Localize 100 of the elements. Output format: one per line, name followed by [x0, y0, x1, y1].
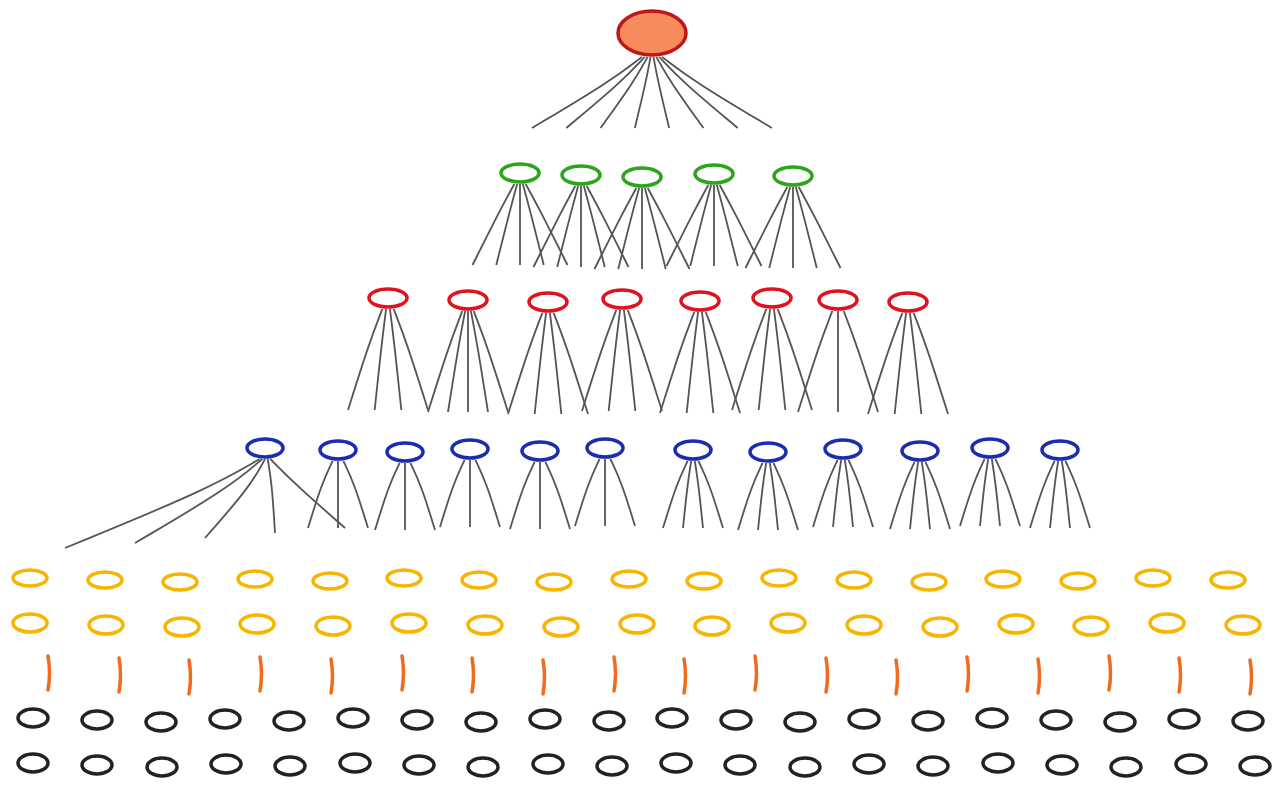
connector-line [337, 460, 339, 529]
oval-node [1166, 707, 1203, 731]
oval-node [207, 752, 244, 776]
connector-line [580, 185, 582, 268]
connector-line [842, 310, 879, 413]
oval-node [462, 710, 499, 734]
oval-node [658, 751, 695, 775]
tick-mark [1174, 655, 1185, 695]
connector-line [731, 308, 768, 411]
oval-node [449, 437, 491, 461]
oval-node [983, 568, 1024, 590]
connector-line [474, 459, 501, 528]
connector-line [467, 310, 469, 413]
oval-node [159, 571, 200, 593]
connector-line [847, 459, 874, 528]
connector-line [646, 187, 691, 270]
connector-line [447, 310, 467, 413]
connector-line [593, 187, 638, 270]
oval-node [600, 287, 644, 311]
connector-line [539, 461, 541, 530]
connector-line [812, 459, 839, 528]
oval-node [15, 706, 51, 730]
connector-line [609, 458, 636, 527]
connector-line [521, 183, 545, 266]
oval-node [1223, 613, 1263, 637]
oval-node [692, 614, 733, 638]
connector-line [661, 56, 773, 129]
oval-node [309, 570, 350, 592]
connector-line [495, 183, 519, 266]
connector-line [697, 460, 724, 529]
connector-line [266, 458, 276, 534]
connector-line [373, 308, 387, 411]
oval-node [79, 753, 116, 777]
connector-line [994, 458, 1021, 527]
oval-node [540, 615, 581, 639]
oval-node [498, 161, 542, 185]
connector-line [772, 462, 799, 531]
connector-line [867, 312, 904, 415]
connector-line [652, 56, 671, 129]
oval-node [384, 567, 425, 589]
connector-line [959, 458, 986, 527]
connector-line [599, 56, 649, 129]
oval-node [244, 436, 286, 460]
connector-line [269, 458, 346, 529]
tick-mark [1245, 657, 1255, 697]
connector-line [374, 462, 401, 531]
oval-node [1108, 755, 1145, 779]
connector-line [544, 461, 571, 530]
connector-line [427, 310, 464, 413]
connector-line [626, 309, 663, 412]
connector-line [439, 459, 466, 528]
oval-node [534, 571, 575, 593]
connector-line [623, 309, 637, 412]
connector-line [204, 458, 266, 539]
oval-node [161, 615, 202, 639]
oval-node [609, 568, 649, 590]
connector-line [1060, 460, 1071, 529]
connector-line [662, 460, 689, 529]
connector-line [757, 462, 768, 531]
connector-line [920, 461, 931, 530]
connector-line [909, 312, 923, 415]
connector-line [607, 309, 621, 412]
oval-node [1071, 614, 1112, 638]
connector-line [347, 308, 384, 411]
oval-node [969, 436, 1011, 460]
connector-line [472, 310, 509, 413]
oval-node [313, 614, 354, 638]
connector-line [469, 310, 489, 413]
oval-node [768, 611, 809, 635]
connector-line [1049, 460, 1060, 529]
oval-node [750, 286, 794, 310]
oval-node [446, 288, 490, 312]
oval-node [1039, 438, 1081, 462]
oval-node [919, 615, 960, 639]
oval-node [1133, 567, 1174, 589]
oval-node [908, 571, 949, 593]
connector-line [773, 308, 787, 411]
oval-node [822, 437, 864, 461]
connector-line [604, 458, 606, 527]
oval-node [526, 707, 563, 731]
oval-node [366, 286, 410, 310]
oval-node [1044, 753, 1081, 777]
connector-line [582, 185, 606, 268]
oval-node [317, 438, 359, 462]
oval-node [529, 752, 566, 776]
tick-mark [467, 655, 478, 695]
connector-line [617, 187, 641, 270]
connector-line [469, 459, 471, 528]
oval-node [593, 754, 630, 778]
connector-line [471, 183, 516, 266]
connector-line [701, 311, 715, 414]
oval-node [237, 612, 278, 636]
connector-line [643, 187, 667, 270]
oval-node [615, 8, 689, 58]
oval-node [1147, 611, 1188, 635]
tick-mark [891, 657, 902, 697]
oval-node [616, 612, 657, 636]
oval-node [692, 162, 736, 186]
oval-node [526, 290, 570, 314]
oval-node [886, 290, 930, 314]
